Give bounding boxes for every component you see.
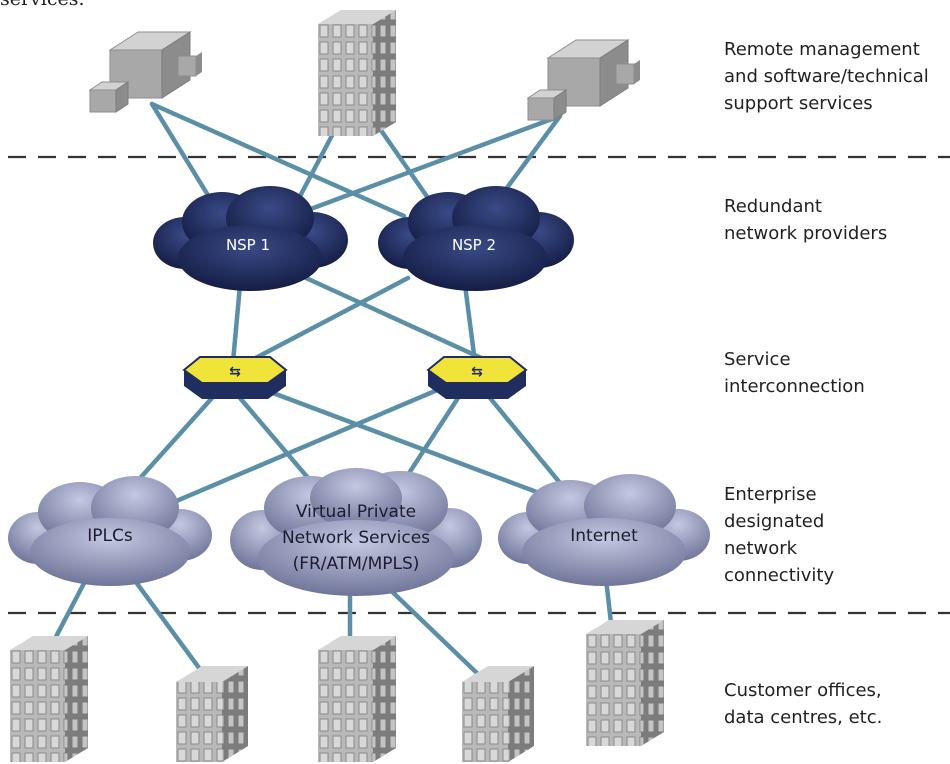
customer-building-icon (10, 636, 88, 762)
internet-cloud: Internet (498, 474, 710, 586)
customer-building-icon (176, 666, 248, 762)
iplcs-label: IPLCs (87, 526, 133, 546)
top-text-fragment: services. (0, 0, 85, 10)
switch-right-icon: ⇆ (426, 356, 528, 399)
vpn-services-cloud: Virtual Private Network Services (FR/ATM… (230, 468, 482, 596)
remote-server-icon (527, 39, 641, 121)
remote-hq-building-icon (318, 10, 396, 136)
customer-building-icon (318, 636, 396, 762)
svg-text:⇆: ⇆ (471, 364, 483, 380)
customer-building-icon (462, 666, 534, 762)
vpn-label-line3: (FR/ATM/MPLS) (293, 554, 420, 574)
layer-label-interconnection: Service interconnection (724, 349, 865, 397)
layer-label-enterprise: Enterprise designated network connectivi… (724, 484, 835, 586)
nsp1-label: NSP 1 (226, 236, 270, 254)
customer-building-icon (586, 620, 664, 746)
svg-text:⇆: ⇆ (229, 364, 241, 380)
vpn-label-line1: Virtual Private (296, 502, 416, 522)
layer-label-customers: Customer offices, data centres, etc. (724, 680, 883, 728)
vpn-label-line2: Network Services (282, 528, 430, 548)
layer-label-providers: Redundant network providers (724, 196, 888, 244)
remote-server-icon (89, 31, 203, 113)
nsp2-cloud: NSP 2 (378, 186, 574, 291)
nsp1-cloud: NSP 1 (153, 186, 348, 291)
switch-left-icon: ⇆ (182, 356, 288, 399)
layer-label-remote: Remote management and software/technical… (724, 39, 929, 114)
nsp2-label: NSP 2 (452, 236, 496, 254)
iplcs-cloud: IPLCs (8, 476, 212, 586)
internet-label: Internet (570, 526, 638, 546)
